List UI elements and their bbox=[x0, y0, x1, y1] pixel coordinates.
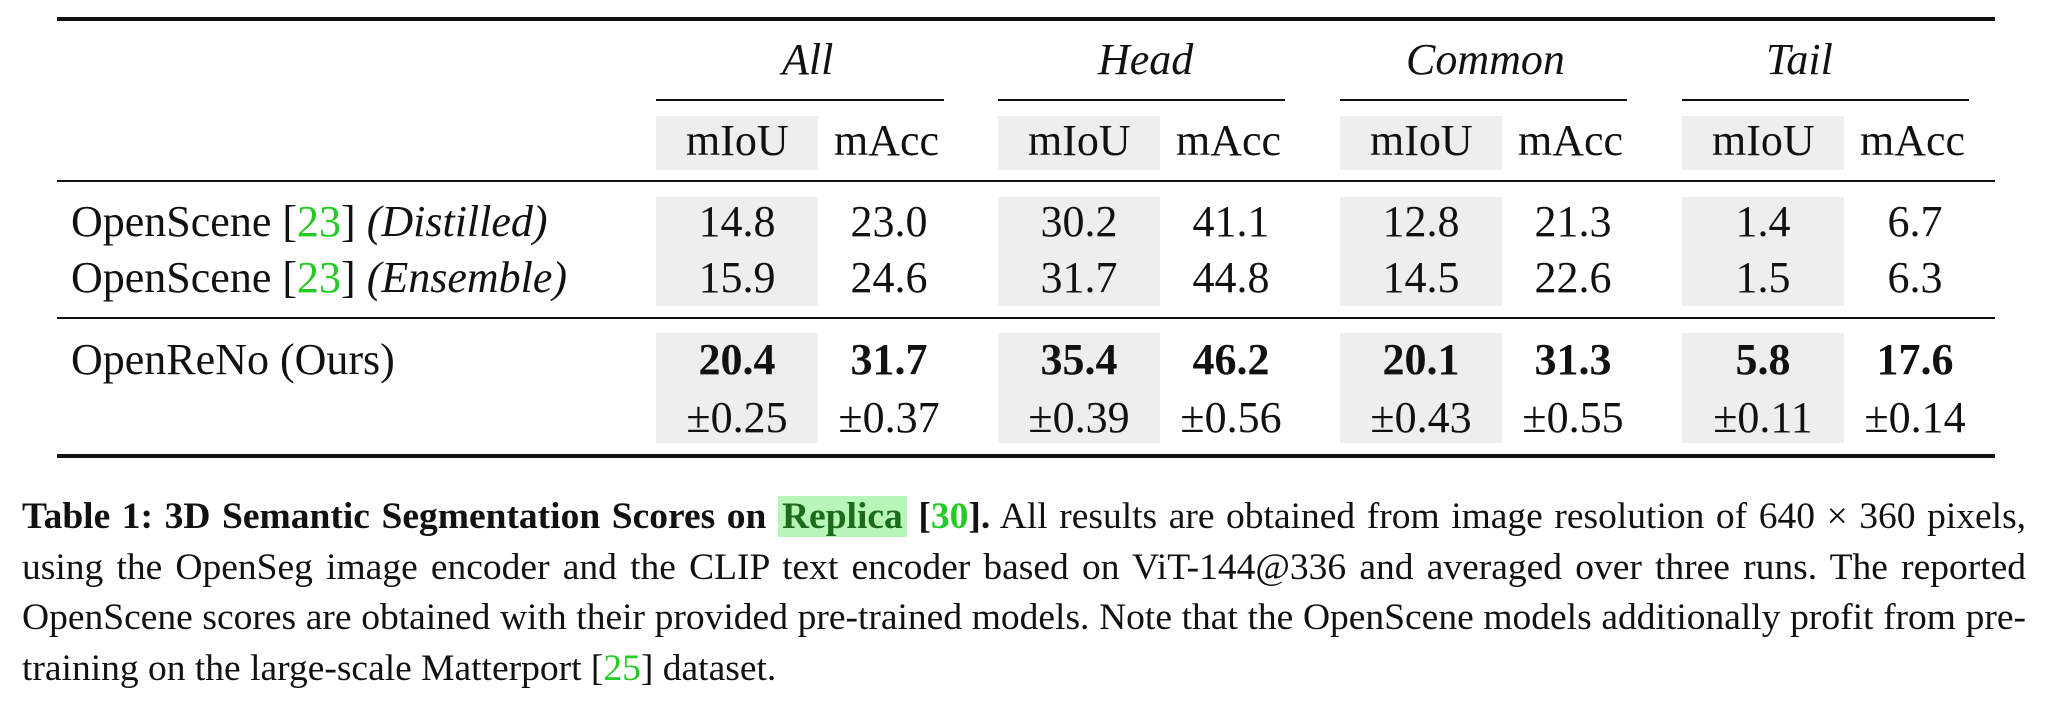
shade-miou-head bbox=[998, 116, 1160, 170]
row-label-opensene-distilled: OpenScene [23] (Distilled) bbox=[71, 197, 548, 246]
table-cell: 41.1 bbox=[1192, 197, 1270, 246]
citation-link[interactable]: 30 bbox=[930, 496, 969, 537]
group-header-tail: Tail bbox=[1766, 35, 1833, 84]
shade-miou-all-body2 bbox=[656, 333, 818, 443]
mid-rule bbox=[57, 317, 1995, 319]
table-cell-std: ±0.25 bbox=[686, 393, 788, 442]
shade-miou-tail bbox=[1682, 116, 1844, 170]
row-label-ours: OpenReNo (Ours) bbox=[71, 335, 395, 384]
table-cell: 44.8 bbox=[1192, 253, 1270, 302]
row-label-opensene-ensemble: OpenScene [23] (Ensemble) bbox=[71, 253, 568, 302]
table-cell-std: ±0.11 bbox=[1713, 393, 1813, 442]
table-cell-std: ±0.43 bbox=[1370, 393, 1472, 442]
table-cell-best: 31.3 bbox=[1534, 335, 1612, 384]
shade-miou-head-body2 bbox=[998, 333, 1160, 443]
caption-text: dataset. bbox=[662, 647, 777, 689]
shade-miou-all bbox=[656, 116, 818, 170]
table-cell-std: ±0.56 bbox=[1180, 393, 1282, 442]
caption-text: averaged over three runs. The reported O… bbox=[22, 546, 2027, 639]
group-underline-tail bbox=[1682, 99, 1969, 101]
subheader-macc: mAcc bbox=[1176, 116, 1282, 165]
shade-miou-tail-body2 bbox=[1682, 333, 1844, 443]
caption-text: All results are obtained from image reso… bbox=[999, 496, 1748, 537]
table-cell-best: 31.7 bbox=[850, 335, 928, 384]
group-underline-head bbox=[998, 99, 1285, 101]
method-variant: (Ensemble) bbox=[366, 253, 568, 302]
table-cell: 15.9 bbox=[698, 253, 776, 302]
table-cell-std: ±0.37 bbox=[838, 393, 940, 442]
table-cell-std: ±0.55 bbox=[1522, 393, 1624, 442]
group-header-all: All bbox=[782, 35, 834, 84]
method-name: OpenScene bbox=[71, 253, 272, 302]
shade-miou-head-body1 bbox=[998, 197, 1160, 306]
citation-link[interactable]: 25 bbox=[603, 647, 641, 689]
caption-label: Table 1: 3D Semantic Segmentation Scores… bbox=[22, 496, 767, 537]
subheader-macc: mAcc bbox=[1860, 116, 1966, 165]
subheader-macc: mAcc bbox=[834, 116, 940, 165]
citation-link[interactable]: 23 bbox=[297, 253, 342, 302]
shade-miou-tail-body1 bbox=[1682, 197, 1844, 306]
subheader-macc: mAcc bbox=[1518, 116, 1624, 165]
subheader-miou: mIoU bbox=[1028, 116, 1131, 165]
group-header-head: Head bbox=[1098, 35, 1194, 84]
table-cell-std: ±0.14 bbox=[1864, 393, 1966, 442]
group-underline-all bbox=[656, 99, 944, 101]
caption-text: 640 × 360 pixels, using the OpenSeg imag… bbox=[22, 496, 2027, 588]
table-cell: 6.7 bbox=[1887, 197, 1943, 246]
table-caption: Table 1: 3D Semantic Segmentation Scores… bbox=[22, 496, 2027, 689]
table-cell: 6.3 bbox=[1887, 253, 1943, 302]
table-cell: 31.7 bbox=[1040, 253, 1118, 302]
header-rule bbox=[57, 180, 1995, 182]
table-cell-best: 35.4 bbox=[1040, 335, 1118, 384]
shade-miou-common-body1 bbox=[1340, 197, 1502, 306]
shade-miou-all-body1 bbox=[656, 197, 818, 306]
table-cell: 21.3 bbox=[1534, 197, 1612, 246]
table-cell: 23.0 bbox=[850, 197, 928, 246]
shade-miou-common-body2 bbox=[1340, 333, 1502, 443]
citation-link[interactable]: 23 bbox=[297, 197, 342, 246]
table-cell-std: ±0.39 bbox=[1028, 393, 1130, 442]
table-cell-best: 46.2 bbox=[1192, 335, 1270, 384]
shade-miou-common bbox=[1340, 116, 1502, 170]
table-cell: 14.8 bbox=[698, 197, 776, 246]
table-cell: 22.6 bbox=[1534, 253, 1612, 302]
bottom-rule bbox=[57, 454, 1995, 458]
dataset-highlight[interactable]: Replica bbox=[777, 496, 907, 537]
table-cell: 30.2 bbox=[1040, 197, 1118, 246]
subheader-miou: mIoU bbox=[1712, 116, 1815, 165]
caption-text: Note that the OpenScene models additiona… bbox=[22, 597, 2026, 689]
table-cell-best: 20.4 bbox=[698, 335, 776, 384]
table-cell: 24.6 bbox=[850, 253, 928, 302]
table-cell: 1.4 bbox=[1735, 197, 1791, 246]
table-cell: 14.5 bbox=[1382, 253, 1460, 302]
subheader-miou: mIoU bbox=[1370, 116, 1473, 165]
table-cell-best: 17.6 bbox=[1876, 335, 1954, 384]
group-underline-common bbox=[1340, 99, 1627, 101]
method-name: OpenScene bbox=[71, 197, 272, 246]
table-cell-best: 5.8 bbox=[1735, 335, 1791, 384]
top-rule bbox=[57, 17, 1995, 21]
table-cell: 1.5 bbox=[1735, 253, 1791, 302]
method-variant: (Distilled) bbox=[366, 197, 548, 246]
group-header-common: Common bbox=[1406, 35, 1565, 84]
table-cell-best: 20.1 bbox=[1382, 335, 1460, 384]
subheader-miou: mIoU bbox=[686, 116, 789, 165]
table-cell: 12.8 bbox=[1382, 197, 1460, 246]
